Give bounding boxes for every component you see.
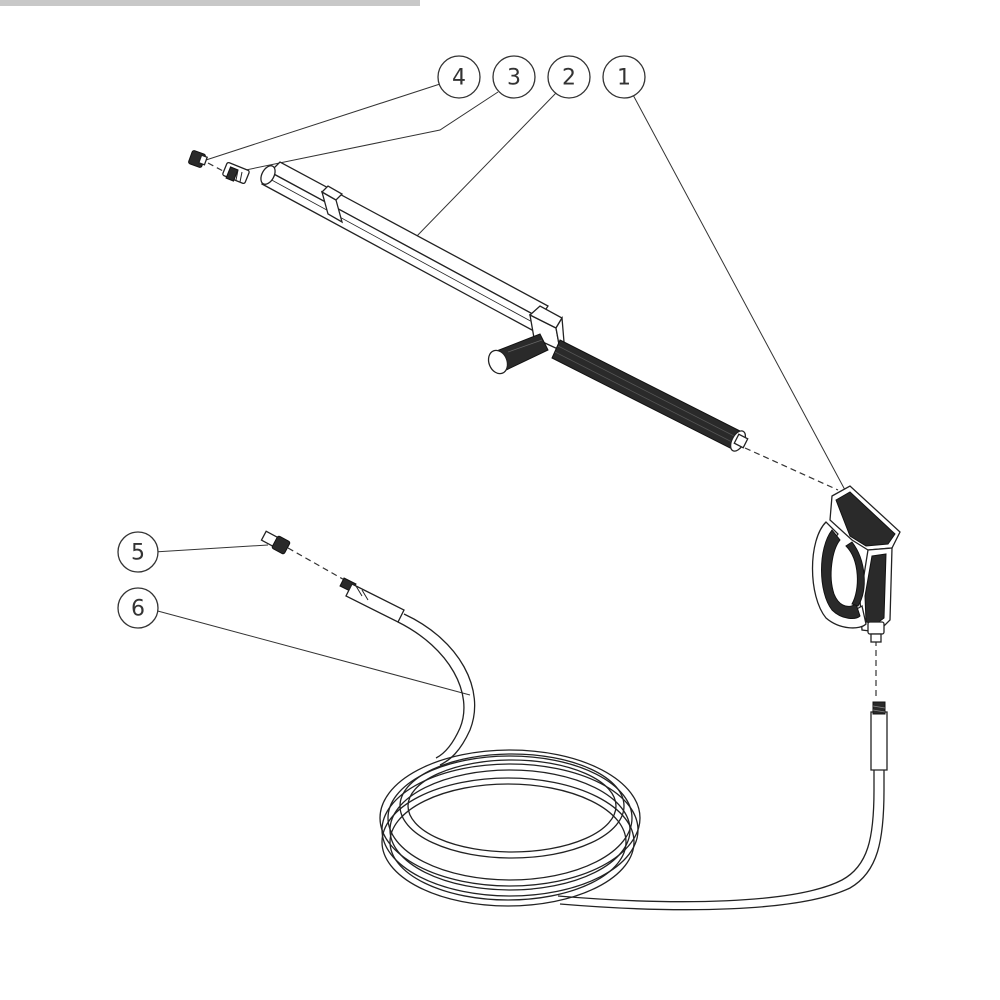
svg-text:1: 1 [617, 66, 631, 91]
axis-fitting-to-hose [287, 547, 349, 583]
svg-text:2: 2 [562, 66, 576, 91]
part-4-nozzle-tip [188, 150, 209, 168]
leader-1 [631, 92, 846, 491]
axis-nozzle-to-coupler [207, 162, 226, 173]
leader-lines [153, 83, 846, 696]
leader-4 [205, 83, 441, 161]
assembly-axes [207, 162, 877, 700]
part-2-double-lance [260, 161, 749, 452]
svg-text:3: 3 [507, 66, 521, 91]
axis-lance-to-gun [744, 447, 839, 491]
part-6-coiled-hose [339, 577, 888, 911]
leader-2 [414, 92, 557, 239]
callout-5: 5 [117, 531, 159, 573]
coil-loop-outer [379, 749, 641, 887]
svg-text:4: 4 [452, 66, 466, 91]
part-5-hose-fitting [260, 530, 291, 555]
coil-loop-inner [399, 753, 625, 859]
leader-5 [153, 544, 269, 553]
leader-6 [153, 609, 471, 696]
callout-6: 6 [117, 587, 159, 629]
cropped-header-strip [0, 0, 420, 6]
part-3-quick-coupler [222, 161, 250, 185]
svg-text:6: 6 [131, 597, 145, 622]
callout-1: 1 [602, 55, 646, 99]
callout-2: 2 [547, 55, 591, 99]
callout-4: 4 [437, 55, 481, 99]
callout-3: 3 [492, 55, 536, 99]
svg-text:5: 5 [131, 541, 145, 566]
part-1-trigger-gun [811, 485, 901, 643]
leader-3 [235, 91, 499, 173]
